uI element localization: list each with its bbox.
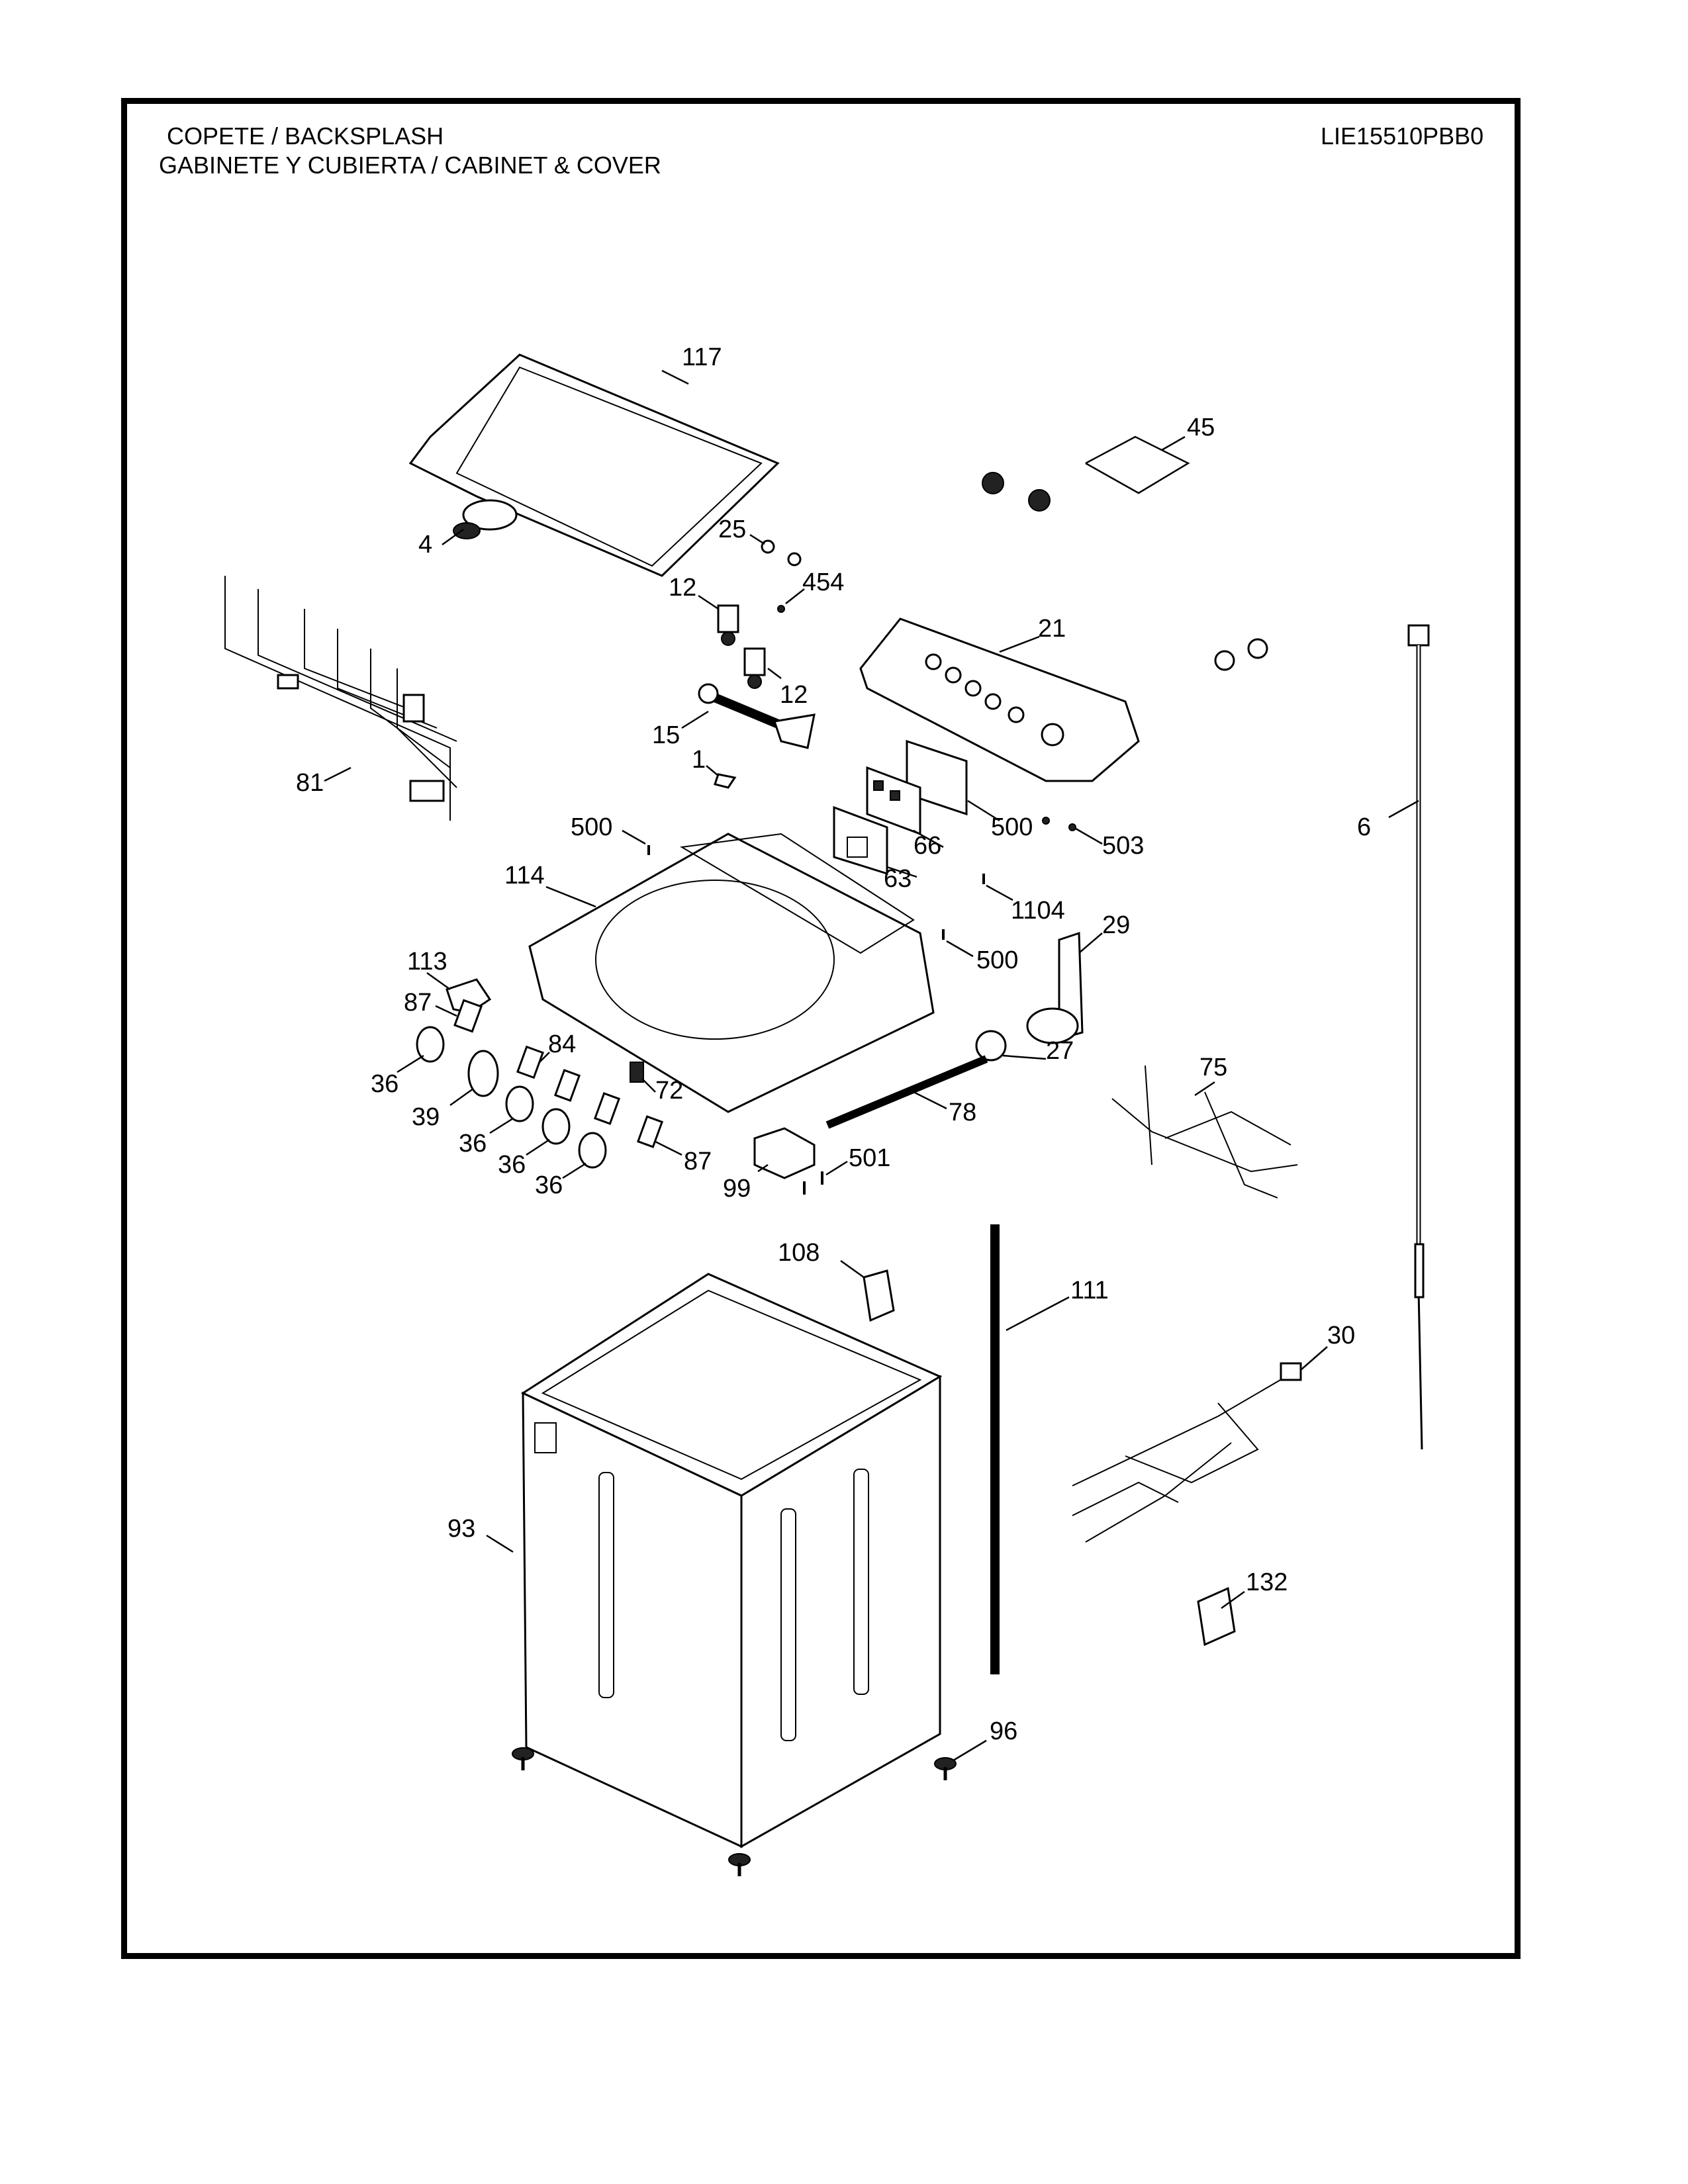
part-knob-36a[interactable]	[416, 1026, 445, 1063]
callout-108: 108	[778, 1239, 820, 1267]
part-lid-handle[interactable]	[453, 522, 481, 539]
callout-111: 111	[1070, 1277, 1109, 1304]
callout-113: 113	[407, 948, 447, 976]
callout-87-lower: 87	[684, 1148, 712, 1175]
callout-132: 132	[1246, 1569, 1288, 1596]
part-pressure-tube[interactable]	[825, 1055, 988, 1129]
callout-36-d: 36	[535, 1171, 563, 1199]
part-cabinet[interactable]	[520, 1273, 943, 1848]
part-switch[interactable]	[553, 1069, 581, 1102]
part-hose-washers[interactable]	[761, 539, 802, 567]
part-connector[interactable]	[630, 1062, 644, 1083]
part-inlet-hoses[interactable]	[982, 472, 1268, 671]
part-knob-36b[interactable]	[505, 1085, 534, 1122]
part-knob-39[interactable]	[467, 1050, 499, 1097]
callout-6: 6	[1357, 813, 1371, 841]
callout-36-a: 36	[371, 1070, 399, 1098]
callout-96: 96	[990, 1717, 1017, 1745]
callout-63: 63	[884, 865, 912, 893]
callout-1: 1	[692, 746, 706, 774]
part-bracket[interactable]	[906, 739, 968, 816]
callout-12-lower: 12	[780, 681, 808, 709]
callout-12-upper: 12	[669, 574, 696, 602]
callout-1104: 1104	[1011, 897, 1065, 925]
callout-25: 25	[718, 516, 746, 543]
part-screw-503b[interactable]	[1068, 823, 1076, 831]
part-knob-36c[interactable]	[541, 1108, 571, 1145]
callout-93: 93	[447, 1515, 475, 1543]
callout-500-center: 500	[976, 946, 1018, 974]
callout-29: 29	[1102, 911, 1130, 939]
callout-69: 66	[914, 832, 941, 860]
callout-84: 84	[548, 1030, 576, 1058]
diagram-frame	[121, 98, 1521, 1959]
part-power-cord[interactable]	[1407, 624, 1430, 1450]
callout-500-left-label: 500	[571, 813, 612, 841]
callout-30: 30	[1327, 1322, 1355, 1349]
part-switch-87-upper[interactable]	[453, 999, 483, 1033]
part-lid-switch[interactable]	[1026, 931, 1084, 1044]
model-number: LIE15510PBB0	[1321, 122, 1484, 150]
part-backsplash-console[interactable]	[859, 617, 1140, 782]
part-corner-bracket[interactable]	[863, 1269, 895, 1322]
callout-503: 503	[1102, 832, 1144, 860]
callout-15: 15	[652, 721, 680, 749]
callout-78: 78	[949, 1099, 976, 1126]
callout-72: 72	[655, 1077, 683, 1105]
title-line-2: GABINETE Y CUBIERTA / CABINET & COVER	[159, 152, 661, 179]
part-switch[interactable]	[593, 1092, 621, 1125]
part-top-cover[interactable]	[528, 833, 935, 1113]
callout-36-b: 36	[459, 1130, 487, 1158]
part-board-cover[interactable]	[833, 805, 888, 876]
callout-66: 500	[991, 813, 1033, 841]
callout-501: 501	[849, 1144, 890, 1172]
callout-75: 75	[1199, 1054, 1227, 1081]
callout-454: 454	[802, 569, 844, 596]
callout-39: 39	[412, 1103, 440, 1131]
callout-87-upper: 87	[404, 989, 432, 1017]
part-clip[interactable]	[714, 773, 737, 789]
part-manual[interactable]	[1197, 1586, 1236, 1647]
callout-117: 117	[682, 343, 722, 371]
callout-45: 45	[1187, 414, 1215, 441]
part-switch-87-lower[interactable]	[636, 1115, 664, 1148]
callout-99: 99	[723, 1175, 751, 1203]
callout-36-c: 36	[498, 1151, 526, 1179]
part-terminal-block[interactable]	[753, 1127, 816, 1179]
part-selector-switch[interactable]	[516, 1045, 544, 1079]
title-line-1: COPETE / BACKSPLASH	[167, 122, 444, 150]
part-harness-75[interactable]	[1111, 1065, 1298, 1199]
part-leveling-leg[interactable]	[728, 1853, 751, 1876]
part-pressure-switch[interactable]	[975, 1030, 1007, 1062]
part-inlet-hose-tube[interactable]	[698, 683, 816, 749]
callout-21: 21	[1038, 615, 1066, 643]
callout-114: 114	[504, 862, 545, 889]
part-water-valve-upper[interactable]	[717, 604, 739, 646]
part-leveling-leg-96[interactable]	[934, 1757, 957, 1780]
callout-81: 81	[296, 769, 324, 797]
part-water-valve-lower[interactable]	[743, 647, 766, 689]
part-leveling-leg[interactable]	[512, 1747, 534, 1770]
callout-4: 4	[418, 531, 432, 559]
part-motor-harness[interactable]	[1072, 1362, 1302, 1543]
callout-27: 27	[1046, 1037, 1074, 1065]
part-wire-harness[interactable]	[224, 576, 457, 821]
part-knob-36d[interactable]	[578, 1132, 607, 1169]
part-screw-503a[interactable]	[1042, 817, 1050, 825]
part-top-lid[interactable]	[408, 353, 780, 577]
part-screw-454[interactable]	[777, 605, 785, 613]
